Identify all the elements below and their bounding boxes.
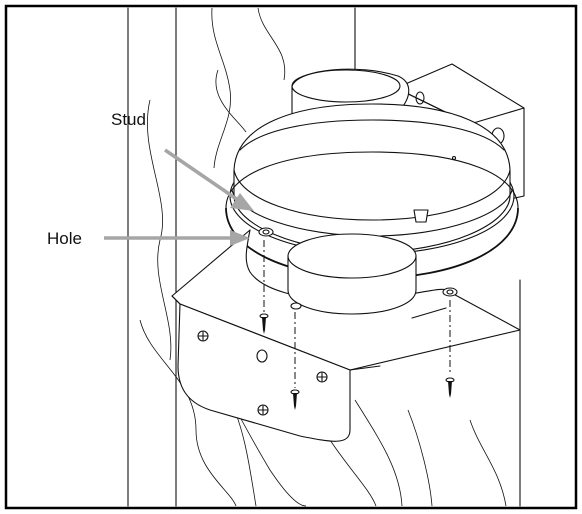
fan-duct-collar-bottom — [287, 233, 417, 315]
screw — [259, 313, 269, 334]
callout-arrow-hole — [104, 230, 250, 246]
screw — [445, 377, 455, 398]
fan-housing — [225, 103, 519, 279]
stud-center — [290, 302, 302, 310]
screw — [290, 389, 300, 410]
stud-label: Stud — [111, 110, 146, 129]
housing-stud — [413, 209, 429, 223]
bracket-screw-hole — [197, 330, 209, 342]
bracket-screw-hole — [257, 404, 269, 416]
bracket-screw-hole — [316, 371, 328, 383]
stud-right — [442, 287, 458, 297]
callout-arrow-stud — [164, 148, 254, 211]
hole-label: Hole — [47, 229, 82, 248]
alignment-lines — [263, 240, 451, 388]
stud-left — [258, 227, 274, 237]
junction-box-knockout — [415, 91, 425, 105]
bracket-center-hole — [256, 349, 268, 363]
mounting-studs — [258, 227, 458, 310]
screws — [259, 313, 455, 410]
